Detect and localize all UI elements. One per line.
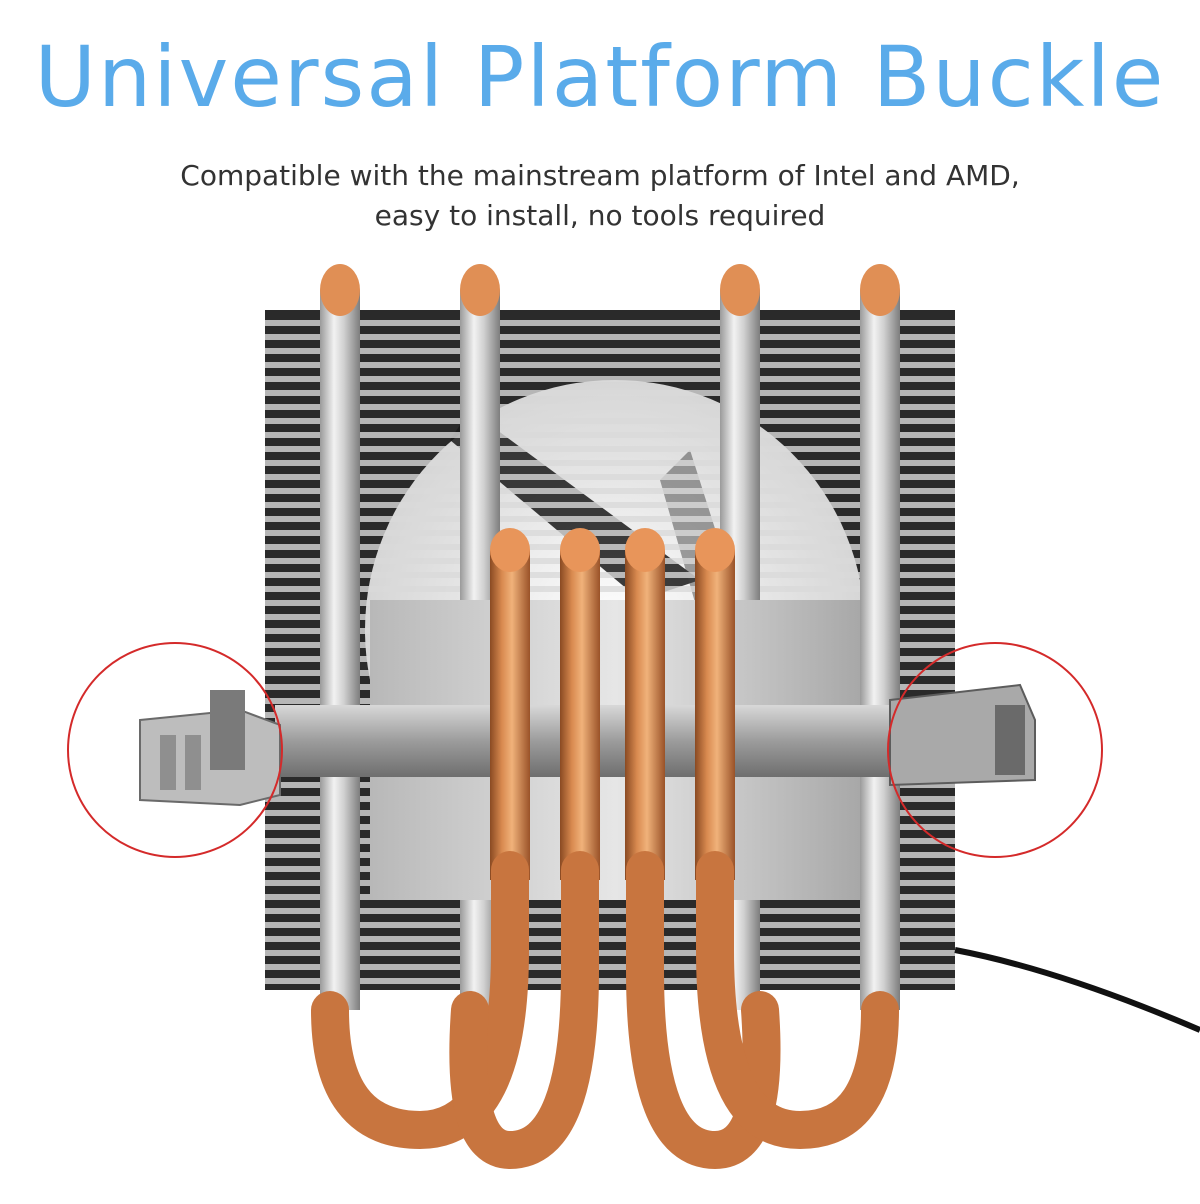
pipe-tip — [320, 264, 360, 316]
fin — [265, 964, 955, 970]
copper-pipe-bend — [696, 851, 899, 1150]
clip-rib — [185, 735, 201, 790]
fin — [265, 376, 955, 382]
product-photo — [0, 250, 1200, 1200]
fin — [265, 362, 955, 368]
fin — [265, 460, 955, 466]
copper-pipe — [560, 550, 600, 880]
clip-latch — [210, 690, 245, 770]
cooler-illustration — [67, 264, 1200, 1170]
subtitle: Compatible with the mainstream platform … — [0, 156, 1200, 236]
fin — [265, 348, 955, 354]
fin — [265, 530, 955, 536]
fin — [265, 404, 955, 410]
fin — [265, 544, 955, 550]
fin — [265, 922, 955, 928]
highlight-circle-left — [67, 642, 283, 858]
fin — [265, 446, 955, 452]
fin — [265, 320, 955, 326]
fin — [265, 502, 955, 508]
fin — [265, 572, 955, 578]
copper-pipe-tip — [695, 528, 735, 572]
heat-pipe — [320, 290, 360, 1010]
clip-latch — [995, 705, 1025, 775]
fin — [265, 586, 955, 592]
mounting-strap — [275, 705, 935, 777]
fin — [265, 474, 955, 480]
headline: Universal Platform Buckle — [34, 28, 1166, 126]
fan-cable — [954, 947, 1200, 1033]
pipe-tip — [720, 264, 760, 316]
copper-pipe — [490, 550, 530, 880]
fin — [265, 908, 955, 914]
copper-pipe — [695, 550, 735, 880]
fin — [265, 432, 955, 438]
mounting-clip-left — [139, 690, 281, 807]
fin — [265, 418, 955, 424]
copper-pipe-tip — [490, 528, 530, 572]
copper-pipe-bend — [311, 851, 529, 1150]
heat-pipe — [860, 290, 900, 1010]
copper-heat-pipes — [311, 528, 899, 1170]
fin — [265, 334, 955, 340]
copper-pipe — [625, 550, 665, 880]
copper-pipe-tip — [625, 528, 665, 572]
fin — [265, 488, 955, 494]
fin — [265, 936, 955, 942]
fin — [265, 516, 955, 522]
highlight-circle-right — [887, 642, 1103, 858]
copper-pipe-bend — [449, 851, 599, 1170]
fin — [265, 390, 955, 396]
subtitle-line-2: easy to install, no tools required — [374, 199, 826, 232]
pipe-tip — [460, 264, 500, 316]
clip-rib — [160, 735, 176, 790]
subtitle-line-1: Compatible with the mainstream platform … — [180, 159, 1020, 192]
mounting-clip-right — [889, 683, 1036, 787]
mounting-bar — [139, 683, 1036, 807]
fin — [265, 558, 955, 564]
fin — [265, 978, 955, 984]
copper-pipe-tip — [560, 528, 600, 572]
pipe-tip — [860, 264, 900, 316]
fin — [265, 950, 955, 956]
